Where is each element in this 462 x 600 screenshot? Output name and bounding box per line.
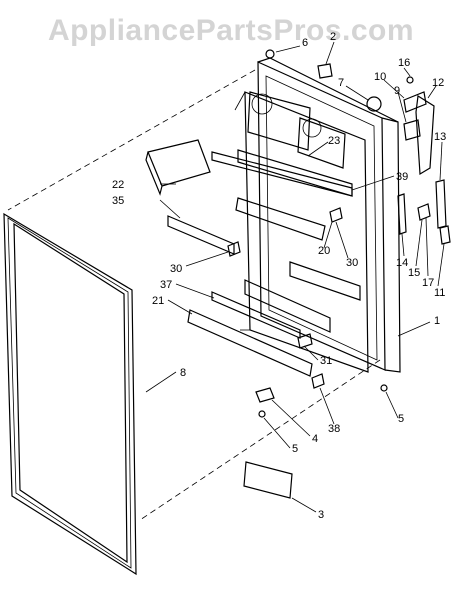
callout-11: 11	[434, 287, 445, 299]
dairy-cover-22	[145, 139, 211, 196]
watermark: AppliancePartsPros.com	[47, 14, 415, 47]
toe-grille-3	[243, 461, 293, 499]
callout-1: 1	[434, 315, 440, 327]
callout-12: 12	[432, 77, 444, 89]
hinge-bracket-10	[403, 91, 427, 113]
callout-2: 2	[330, 31, 336, 43]
callout-30-right: 30	[346, 257, 358, 269]
spacer-14	[397, 193, 407, 235]
door-liner	[234, 91, 369, 373]
perspective-line-top	[7, 69, 256, 211]
callout-21: 21	[152, 295, 164, 307]
retainer-30-right	[329, 207, 343, 223]
shelf-bar-39	[211, 151, 353, 197]
stop-15	[417, 203, 431, 221]
end-cap-31	[297, 333, 313, 349]
screw-5-left	[258, 410, 266, 418]
shelf-bar-21	[187, 309, 313, 377]
callout-17: 17	[422, 277, 434, 289]
callout-37: 37	[160, 279, 172, 291]
perspective-line-bottom	[139, 359, 381, 521]
callout-6: 6	[302, 37, 308, 49]
callout-labels: 6 2 7 16 10 12 9 23 39 13 22 35 20 30 14…	[112, 31, 446, 521]
callout-7: 7	[338, 77, 344, 89]
shelf-bar-35	[167, 215, 235, 255]
door-shelves	[235, 149, 361, 333]
callout-16: 16	[398, 57, 410, 69]
callout-31: 31	[320, 355, 332, 367]
stop-11	[439, 225, 451, 245]
end-cap-38	[311, 373, 325, 389]
callout-23: 23	[328, 135, 340, 147]
retainer-30-left	[227, 241, 241, 257]
callout-4: 4	[312, 433, 318, 445]
screw-5-right	[380, 384, 388, 392]
callout-39: 39	[396, 171, 408, 183]
callout-10: 10	[374, 71, 386, 83]
door-gasket	[3, 212, 137, 576]
plug-2	[317, 63, 333, 79]
cam-9	[403, 119, 421, 141]
callout-38: 38	[328, 423, 340, 435]
dairy-compartment	[247, 91, 346, 169]
handle-cap-13	[435, 179, 447, 229]
callout-9: 9	[394, 85, 400, 97]
callout-35: 35	[112, 195, 124, 207]
callout-15: 15	[408, 267, 420, 279]
callout-5-left: 5	[292, 443, 298, 455]
screw-6	[265, 49, 275, 59]
callout-20: 20	[318, 245, 330, 257]
callout-30-left: 30	[170, 263, 182, 275]
callout-14: 14	[396, 257, 408, 269]
bottom-hinge-4	[255, 387, 275, 403]
callout-8: 8	[180, 367, 186, 379]
plug-7	[366, 96, 382, 112]
callout-5-right: 5	[398, 413, 404, 425]
callout-13: 13	[434, 131, 446, 143]
hinge-12	[415, 94, 435, 176]
screw-16	[406, 76, 414, 84]
callout-3: 3	[318, 509, 324, 521]
callout-22: 22	[112, 179, 124, 191]
leader-lines	[145, 41, 445, 513]
